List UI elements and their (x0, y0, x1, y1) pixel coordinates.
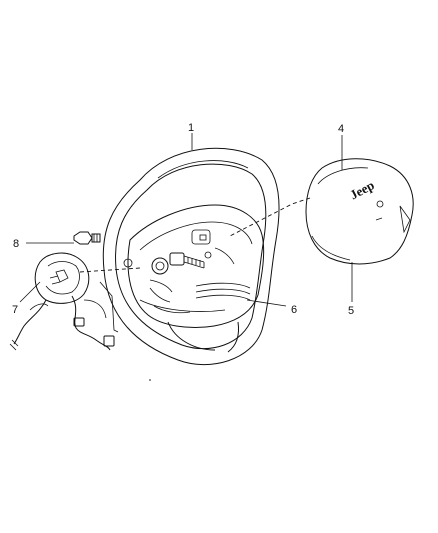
airbag-assembly-line (229, 197, 311, 237)
steering-wheel (102, 147, 280, 366)
screw (73, 231, 101, 245)
stray-dot (149, 379, 151, 381)
callout-5: 5 (348, 305, 354, 317)
airbag-module: Jeep (305, 158, 414, 265)
clockspring-assembly-line (79, 267, 141, 273)
airbag-emblem-text: Jeep (347, 177, 376, 202)
clockspring (9, 252, 115, 351)
callout-4: 4 (338, 123, 344, 135)
callout-7: 7 (12, 304, 18, 316)
callout-8: 8 (13, 238, 19, 250)
callout-6: 6 (291, 304, 297, 316)
hub-bolt (169, 252, 205, 269)
leader-lines (19, 133, 353, 307)
callout-1: 1 (188, 122, 194, 134)
